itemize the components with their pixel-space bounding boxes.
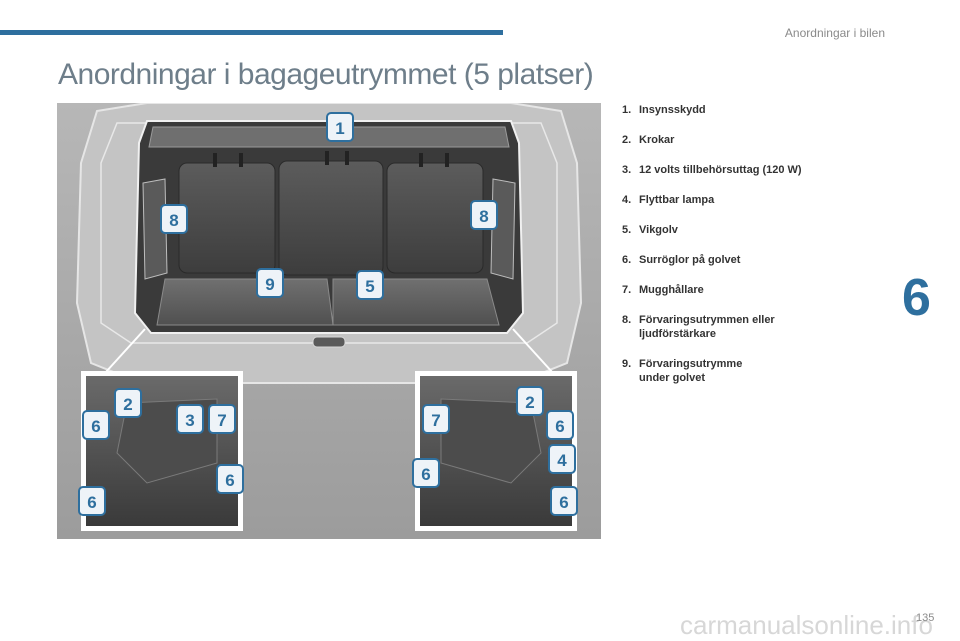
section-title: Anordningar i bilen [784, 26, 885, 40]
header-accent-bar [0, 30, 503, 35]
legend-item: 7. Mugghållare [622, 283, 862, 297]
svg-text:6: 6 [555, 417, 564, 436]
callout-8-right: 8 [470, 200, 498, 230]
legend-number: 9. [622, 358, 632, 370]
legend-number: 2. [622, 134, 632, 146]
legend-number: 1. [622, 104, 632, 116]
legend-text: Insynsskydd [639, 104, 706, 116]
svg-text:2: 2 [123, 395, 132, 414]
callout-6-right-inset-b: 6 [412, 458, 440, 488]
legend-number: 5. [622, 224, 632, 236]
callout-8-left: 8 [160, 204, 188, 234]
svg-text:3: 3 [185, 411, 194, 430]
legend-number: 6. [622, 254, 632, 266]
svg-text:2: 2 [525, 393, 534, 412]
legend-number: 3. [622, 164, 632, 176]
legend-item: 5. Vikgolv [622, 223, 862, 237]
svg-text:5: 5 [365, 277, 374, 296]
page-number: 135 [916, 612, 935, 624]
callout-7-left-inset: 7 [208, 404, 236, 434]
svg-text:6: 6 [87, 493, 96, 512]
callout-6-right-inset-c: 6 [550, 486, 578, 516]
svg-text:6: 6 [559, 493, 568, 512]
chapter-number: 6 [902, 269, 931, 327]
callout-2-right-inset: 2 [516, 386, 544, 416]
svg-text:1: 1 [335, 119, 344, 138]
legend-number: 8. [622, 314, 632, 326]
legend-item: 9. Förvaringsutrymme under golvet [622, 357, 862, 385]
legend-text: Mugghållare [639, 284, 704, 296]
callout-4-right-inset: 4 [548, 444, 576, 474]
legend-item: 3. 12 volts tillbehörsuttag (120 W) [622, 163, 862, 177]
legend-item: 4. Flyttbar lampa [622, 193, 862, 207]
svg-text:6: 6 [225, 471, 234, 490]
svg-text:8: 8 [169, 211, 178, 230]
legend-item: 2. Krokar [622, 133, 862, 147]
page-title: Anordningar i bagageutrymmet (5 platser) [58, 58, 594, 91]
trunk-illustration: 1 8 8 9 5 2 6 3 7 6 6 7 2 6 6 4 6 [57, 103, 601, 539]
svg-text:6: 6 [421, 465, 430, 484]
legend-text: Förvaringsutrymme under golvet [639, 358, 743, 384]
legend-number: 7. [622, 284, 632, 296]
svg-text:8: 8 [479, 207, 488, 226]
legend-text: Krokar [639, 134, 675, 146]
legend-list: 1. Insynsskydd 2. Krokar 3. 12 volts tillbe… [622, 103, 862, 401]
callout-1: 1 [326, 112, 354, 142]
callout-6-right-inset-a: 6 [546, 410, 574, 440]
svg-text:6: 6 [91, 417, 100, 436]
legend-item: 6. Surröglor på golvet [622, 253, 862, 267]
legend-item: 8. Förvaringsutrymmen eller ljudförstärka… [622, 313, 862, 341]
legend-text: Surröglor på golvet [639, 254, 741, 266]
callout-9: 9 [256, 268, 284, 298]
callout-7-right-inset: 7 [422, 404, 450, 434]
callout-6-left-inset-c: 6 [78, 486, 106, 516]
watermark: carmanualsonline.info [680, 610, 933, 640]
callout-2-left-inset: 2 [114, 388, 142, 418]
callout-5: 5 [356, 270, 384, 300]
callout-6-left-inset-a: 6 [82, 410, 110, 440]
legend-item: 1. Insynsskydd [622, 103, 862, 117]
svg-text:9: 9 [265, 275, 274, 294]
legend-text: 12 volts tillbehörsuttag (120 W) [639, 164, 802, 176]
svg-text:7: 7 [217, 411, 226, 430]
svg-text:7: 7 [431, 411, 440, 430]
svg-text:4: 4 [557, 451, 567, 470]
legend-text: Förvaringsutrymmen eller ljudförstärkare [639, 314, 775, 340]
callout-3-left-inset: 3 [176, 404, 204, 434]
legend-number: 4. [622, 194, 632, 206]
legend-text: Flyttbar lampa [639, 194, 715, 206]
legend-text: Vikgolv [639, 224, 678, 236]
callout-6-left-inset-b: 6 [216, 464, 244, 494]
